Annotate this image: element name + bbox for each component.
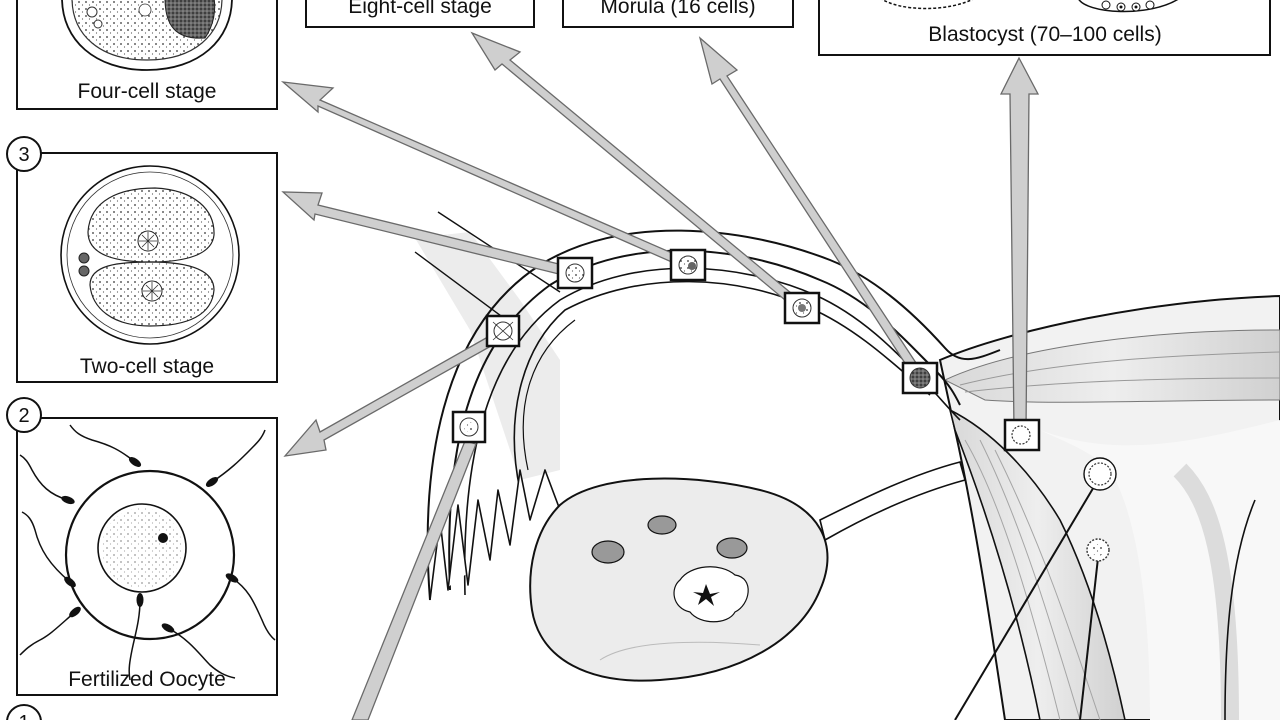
blastocyst-box: Blastocyst (70–100 cells) <box>818 0 1271 56</box>
ovarian-follicle-1 <box>591 540 625 564</box>
fimbriae <box>429 469 571 601</box>
two-cell-label: Two-cell stage <box>80 355 214 378</box>
step-two-badge <box>6 397 42 433</box>
implantation-lines <box>954 479 1099 720</box>
marker-morula <box>901 361 939 395</box>
step-three-number: 3 <box>18 144 29 166</box>
sperm-heads <box>61 457 239 633</box>
step-one-number: 1 <box>18 712 29 720</box>
marker-blastocyst <box>1003 418 1041 452</box>
four-cell-panel: Four-cell stage <box>16 0 278 110</box>
marker-two-cell <box>556 256 594 290</box>
tube-markers <box>451 248 1117 562</box>
morula-label: Morula (16 cells) <box>600 0 755 18</box>
arrow-to-four-cell <box>280 81 689 268</box>
uterine-wall <box>948 408 1126 720</box>
ovary <box>529 477 829 682</box>
marker-eight-cell <box>783 291 821 325</box>
sperm-cells <box>19 424 276 681</box>
implanting-blastocyst-2 <box>1086 538 1110 562</box>
two-cell-panel: 3 Two-cell stage <box>6 136 278 383</box>
implanting-blastocyst-1 <box>1083 457 1117 491</box>
marker-fertilized <box>485 314 521 348</box>
four-cell-label: Four-cell stage <box>78 80 217 103</box>
arrow-to-blastocyst <box>999 56 1040 431</box>
arrow-to-stage-one <box>351 440 477 720</box>
step-three-badge <box>6 136 42 172</box>
fertilized-oocyte-panel: 2 Fertilized Oocyte <box>6 397 278 696</box>
eight-cell-box: Eight-cell stage <box>305 0 535 28</box>
step-two-number: 2 <box>18 405 29 427</box>
arrow-to-fertilized <box>283 328 508 457</box>
ovarian-follicle-3 <box>716 537 748 559</box>
reproductive-anatomy <box>414 211 1280 720</box>
arrow-to-eight-cell <box>470 31 804 311</box>
eight-cell-label: Eight-cell stage <box>348 0 492 18</box>
blastocyst-label: Blastocyst (70–100 cells) <box>928 23 1161 46</box>
arrow-to-morula <box>698 36 923 378</box>
ovarian-follicle-2 <box>647 515 677 535</box>
arrow-to-two-cell <box>281 191 576 278</box>
two-cell-upper-blastomere <box>87 187 215 263</box>
ovarian-ligament <box>819 461 966 542</box>
step-one-badge: 1 <box>6 704 42 720</box>
stage-arrows <box>280 31 1040 720</box>
blastocyst-illustration <box>882 0 973 10</box>
myometrium-band <box>943 329 1280 403</box>
marker-fertilization <box>451 410 487 444</box>
morula-box: Morula (16 cells) <box>562 0 794 28</box>
fertilized-oocyte-label: Fertilized Oocyte <box>68 668 226 691</box>
marker-four-cell <box>669 248 707 282</box>
